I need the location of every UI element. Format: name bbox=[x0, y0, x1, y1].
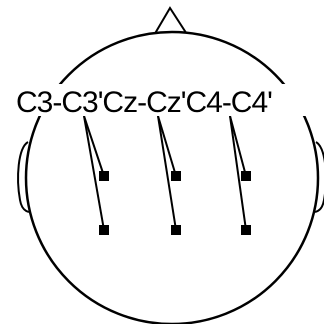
electrode-cz-prime-dot bbox=[171, 225, 181, 235]
electrode-c4-dot bbox=[241, 171, 251, 181]
electrode-labels: C3-C3'Cz-Cz'C4-C4' bbox=[16, 86, 272, 119]
electrode-c3-prime-dot bbox=[99, 225, 109, 235]
electrode-c4-prime-dot bbox=[241, 225, 251, 235]
electrode-c3-dot bbox=[99, 171, 109, 181]
electrode-cz-dot bbox=[171, 171, 181, 181]
